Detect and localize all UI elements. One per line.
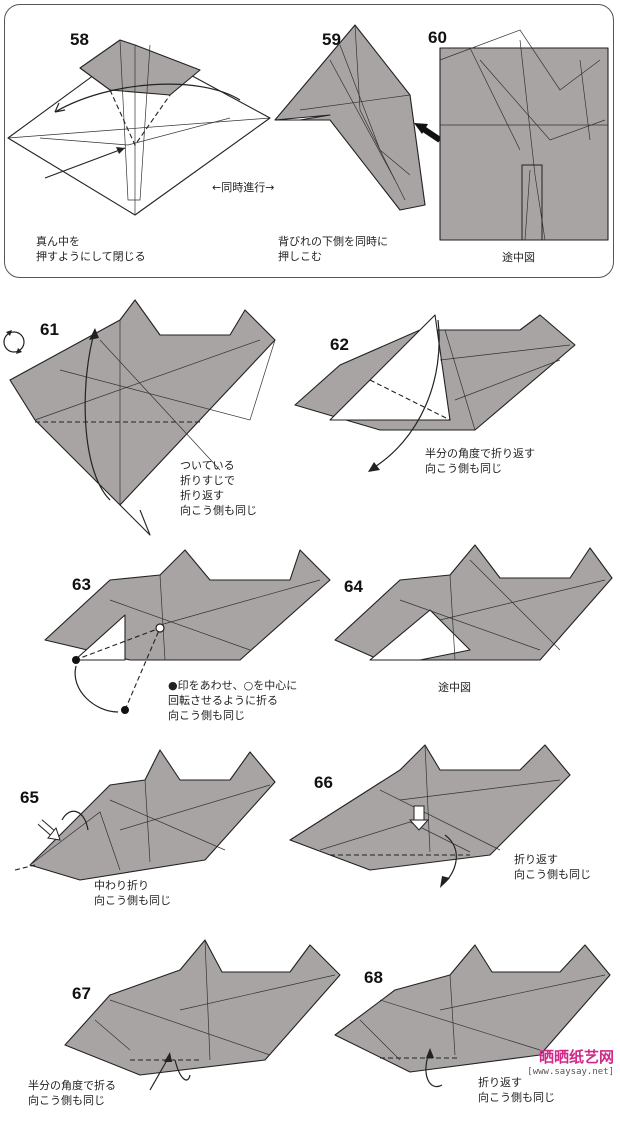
watermark: 晒晒纸艺网 [www.saysay.net]	[527, 1046, 614, 1077]
watermark-brand: 晒晒纸艺网	[527, 1046, 614, 1067]
step-68-caption: 折り返す向こう側も同じ	[478, 1075, 555, 1105]
watermark-url[interactable]: [www.saysay.net]	[527, 1067, 614, 1077]
